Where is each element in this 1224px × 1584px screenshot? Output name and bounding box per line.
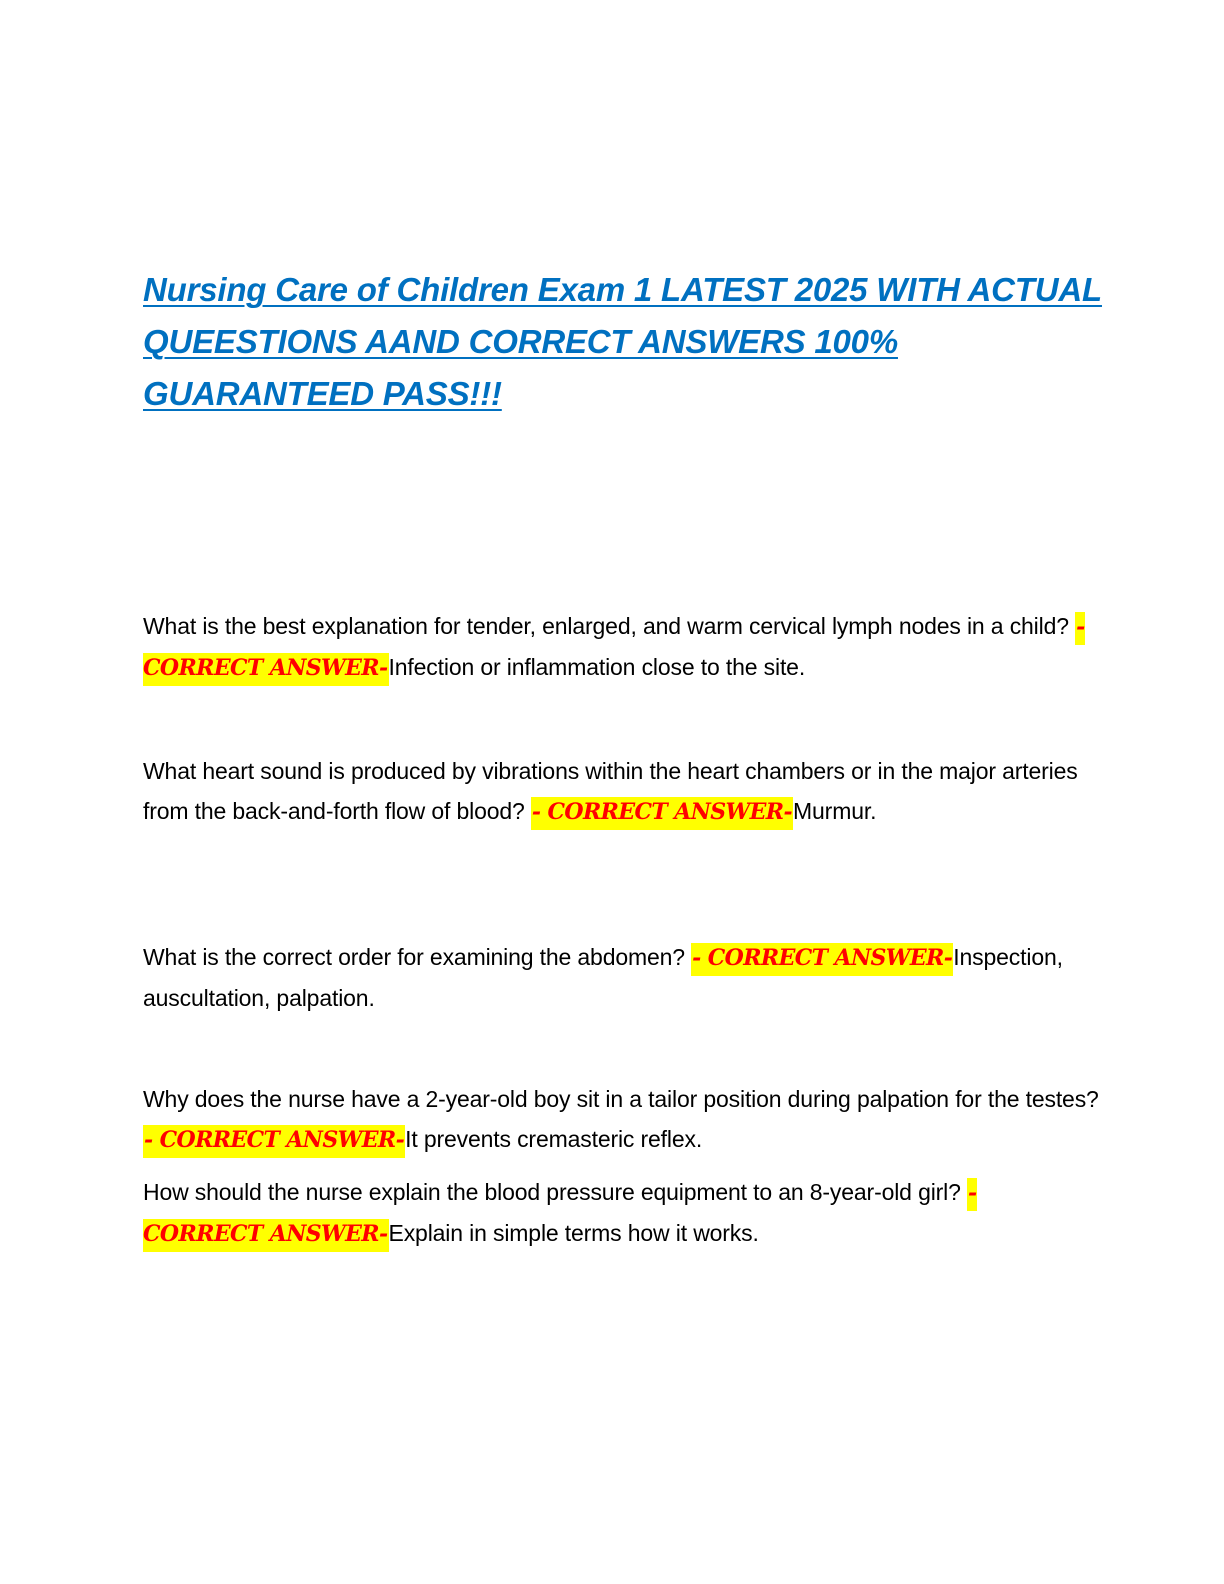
qa-item-5: How should the nurse explain the blood p… [143,1172,1103,1254]
answer-text: Murmur. [793,798,877,824]
question-text: Why does the nurse have a 2-year-old boy… [143,1086,1099,1112]
document-title: Nursing Care of Children Exam 1 LATEST 2… [143,271,1102,412]
qa-item-2: What heart sound is produced by vibratio… [143,751,1103,832]
question-text: How should the nurse explain the blood p… [143,1179,968,1205]
answer-text: Inspection, auscultation, palpation. [143,944,1063,1011]
correct-answer-label: - CORRECT ANSWER- [530,797,794,830]
answer-text: Explain in simple terms how it works. [388,1220,759,1246]
qa-item-4: Why does the nurse have a 2-year-old boy… [143,1079,1103,1160]
correct-answer-label: - CORRECT ANSWER- [691,943,954,976]
question-text: What is the best explanation for tender,… [143,613,1076,639]
question-text: What is the correct order for examining … [143,944,692,970]
correct-answer-label: - CORRECT ANSWER- [143,1125,406,1158]
qa-item-3: What is the correct order for examining … [143,937,1103,1018]
qa-item-1: What is the best explanation for tender,… [143,606,1103,688]
answer-text: Infection or inflammation close to the s… [388,654,806,680]
question-text: What heart sound is produced by vibratio… [143,758,1078,824]
answer-text: It prevents cremasteric reflex. [405,1126,703,1152]
